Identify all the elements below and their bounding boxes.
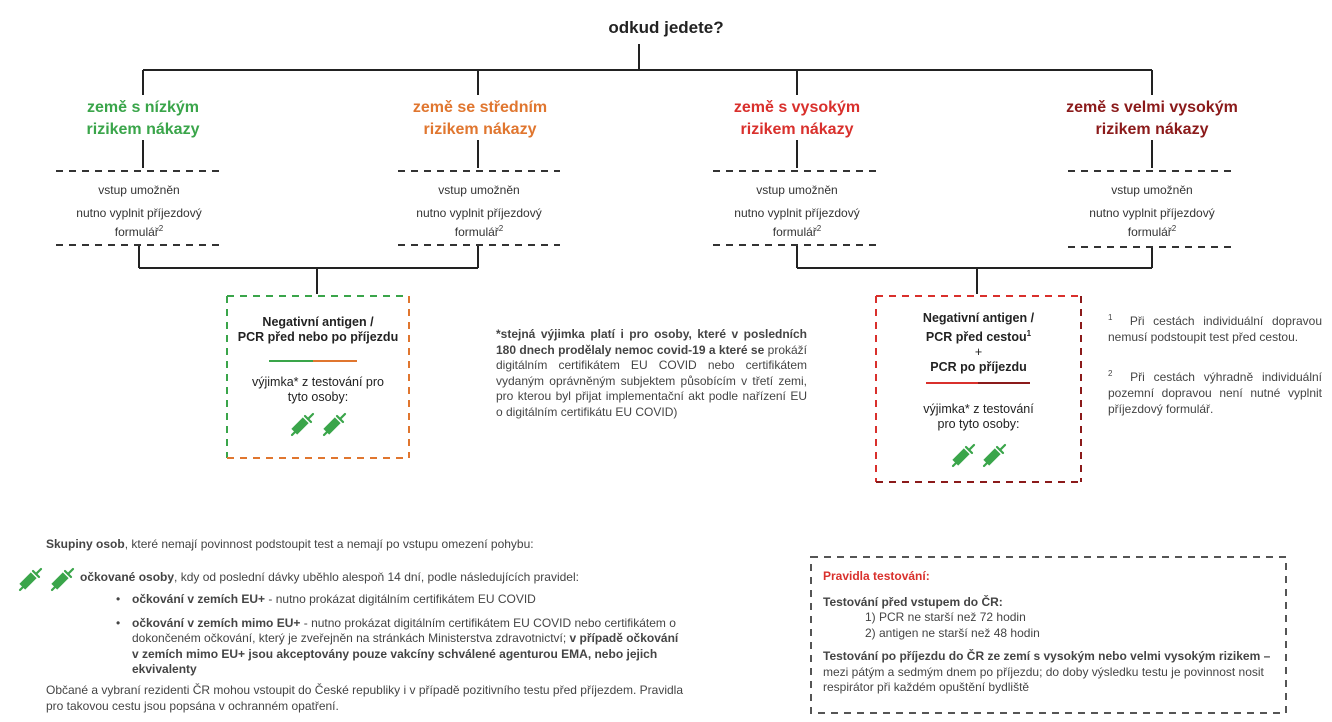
syringe-icon bbox=[951, 444, 975, 468]
test-box-low-medium: Negativní antigen / PCR před nebo po pří… bbox=[229, 315, 407, 443]
rules-before-title: Testování před vstupem do ČR: bbox=[823, 594, 1003, 609]
footnote-ref: 1 bbox=[1026, 329, 1032, 338]
entry-form-text: nutno vyplnit příjezdový bbox=[734, 206, 860, 220]
entry-form-text: formulář bbox=[772, 225, 817, 239]
footnote-number: 1 bbox=[1108, 313, 1113, 322]
footnote-text: Při cestách výhradně individuální pozemn… bbox=[1108, 370, 1323, 416]
rule-eu-text: - nutno prokázat digitálním certifikátem… bbox=[265, 592, 536, 606]
footnote-number: 2 bbox=[1108, 369, 1113, 378]
exemption-text: výjimka* z testování pro bbox=[252, 375, 384, 389]
exemption-text: výjimka* z testování bbox=[923, 402, 1034, 417]
rules-after-title: Testování po příjezdu do ČR ze zemí s vy… bbox=[823, 649, 1271, 663]
exemption-text: tyto osoby: bbox=[287, 390, 349, 404]
vaccinated-bold: očkované osoby bbox=[80, 570, 175, 584]
category-low-risk: země s nízkým rizikem nákazy bbox=[43, 97, 243, 141]
rule-eu-bold: očkování v zemích EU+ bbox=[132, 592, 266, 606]
citizens-note: Občané a vybraní rezidenti ČR mohou vsto… bbox=[46, 683, 683, 713]
rules-before-item: 1) PCR ne starší než 72 hodin bbox=[865, 610, 1026, 624]
vaccinated-persons: očkované osoby, kdy od poslední dávky ub… bbox=[80, 570, 700, 586]
entry-info-high: vstup umožněn nutno vyplnit příjezdový f… bbox=[712, 183, 882, 240]
footnote-ref: 2 bbox=[158, 224, 164, 233]
syringe-icon bbox=[51, 567, 75, 592]
category-high-risk: země s vysokým rizikem nákazy bbox=[687, 97, 907, 141]
test-requirement-text: PCR po příjezdu bbox=[930, 360, 1027, 375]
footnote-ref: 2 bbox=[816, 224, 822, 233]
entry-form-text: nutno vyplnit příjezdový bbox=[76, 206, 202, 220]
exemption-text: pro tyto osoby: bbox=[937, 417, 1020, 432]
entry-info-medium: vstup umožněn nutno vyplnit příjezdový f… bbox=[396, 183, 562, 240]
test-requirement-text: PCR před cestou bbox=[925, 330, 1027, 345]
exception-note-bold: *stejná výjimka platí i pro osoby, které… bbox=[496, 327, 807, 357]
footnote-ref: 2 bbox=[498, 224, 504, 233]
rules-after-text: mezi pátým a sedmým dnem po příjezdu; do… bbox=[823, 664, 1264, 695]
exempt-groups-intro: Skupiny osob, které nemají povinnost pod… bbox=[46, 537, 666, 553]
category-label: rizikem nákazy bbox=[1095, 121, 1209, 138]
syringe-icon bbox=[291, 412, 315, 437]
entry-allowed-text: vstup umožněn bbox=[438, 183, 520, 197]
category-label: země s velmi vysokým bbox=[1066, 99, 1238, 116]
test-box-high-very-high: Negativní antigen / PCR před cestou1 + P… bbox=[878, 311, 1079, 474]
syringe-icon bbox=[983, 444, 1007, 468]
category-label: země s vysokým bbox=[733, 99, 861, 116]
footnote-ref: 2 bbox=[1171, 224, 1177, 233]
entry-form-text: formulář bbox=[454, 225, 499, 239]
category-label: země se středním bbox=[412, 99, 548, 116]
category-label: země s nízkým bbox=[86, 99, 200, 116]
category-medium-risk: země se středním rizikem nákazy bbox=[370, 97, 590, 141]
syringe-icon bbox=[322, 412, 346, 437]
rule-non-eu-text: - nutno prokázat digitálním certifikátem… bbox=[132, 615, 676, 646]
syringe-icon bbox=[18, 567, 43, 592]
list-item: očkování v zemích EU+ - nutno prokázat d… bbox=[116, 592, 682, 608]
diagram-title: odkud jedete? bbox=[608, 18, 724, 37]
entry-allowed-text: vstup umožněn bbox=[756, 183, 838, 197]
vaccination-icons bbox=[878, 442, 1079, 474]
rules-title: Pravidla testování: bbox=[823, 569, 930, 583]
category-label: rizikem nákazy bbox=[86, 121, 200, 138]
exception-note: *stejná výjimka platí i pro osoby, které… bbox=[496, 327, 807, 420]
footnote-1: 1 Při cestách individuální dopravou nemu… bbox=[1108, 310, 1322, 345]
footnote-2: 2 Při cestách výhradně individuální poze… bbox=[1108, 366, 1322, 417]
entry-allowed-text: vstup umožněn bbox=[98, 183, 180, 197]
category-label: rizikem nákazy bbox=[740, 121, 854, 138]
vaccination-icons bbox=[229, 411, 407, 443]
category-label: rizikem nákazy bbox=[423, 121, 537, 138]
entry-info-low: vstup umožněn nutno vyplnit příjezdový f… bbox=[54, 183, 224, 240]
entry-form-text: nutno vyplnit příjezdový bbox=[416, 206, 542, 220]
rule-non-eu-bold-note: v případě očkování v zemích mimo EU+ jso… bbox=[132, 631, 679, 676]
plus-sign: + bbox=[974, 345, 983, 360]
vaccinated-text: , kdy od poslední dávky uběhlo alespoň 1… bbox=[174, 570, 579, 584]
testing-rules-box: Pravidla testování: Testování před vstup… bbox=[823, 569, 1278, 696]
list-item: očkování v zemích mimo EU+ - nutno proká… bbox=[116, 615, 682, 678]
groups-intro-text: , které nemají povinnost podstoupit test… bbox=[124, 537, 534, 551]
exception-note-text: prokáží digitálním certifikátem EU COVID… bbox=[496, 342, 808, 419]
entry-allowed-text: vstup umožněn bbox=[1111, 183, 1193, 197]
entry-form-text: nutno vyplnit příjezdový bbox=[1089, 206, 1215, 220]
vaccination-rules-list: očkování v zemích EU+ - nutno prokázat d… bbox=[116, 586, 682, 686]
test-requirement-text: Negativní antigen / bbox=[262, 315, 374, 329]
test-requirement-text: PCR před nebo po příjezdu bbox=[237, 330, 399, 344]
vaccination-icons bbox=[16, 566, 76, 599]
groups-intro-bold: Skupiny osob bbox=[46, 537, 125, 551]
test-requirement-text: Negativní antigen / bbox=[922, 311, 1035, 325]
entry-info-very-high: vstup umožněn nutno vyplnit příjezdový f… bbox=[1066, 183, 1238, 240]
rules-before-item: 2) antigen ne starší než 48 hodin bbox=[865, 625, 1040, 640]
category-very-high-risk: země s velmi vysokým rizikem nákazy bbox=[1032, 97, 1272, 141]
rule-non-eu-bold: očkování v zemích mimo EU+ bbox=[132, 615, 301, 630]
entry-form-text: formulář bbox=[114, 225, 159, 239]
entry-form-text: formulář bbox=[1127, 225, 1172, 239]
footnote-text: Při cestách individuální dopravou nemusí… bbox=[1108, 314, 1322, 344]
